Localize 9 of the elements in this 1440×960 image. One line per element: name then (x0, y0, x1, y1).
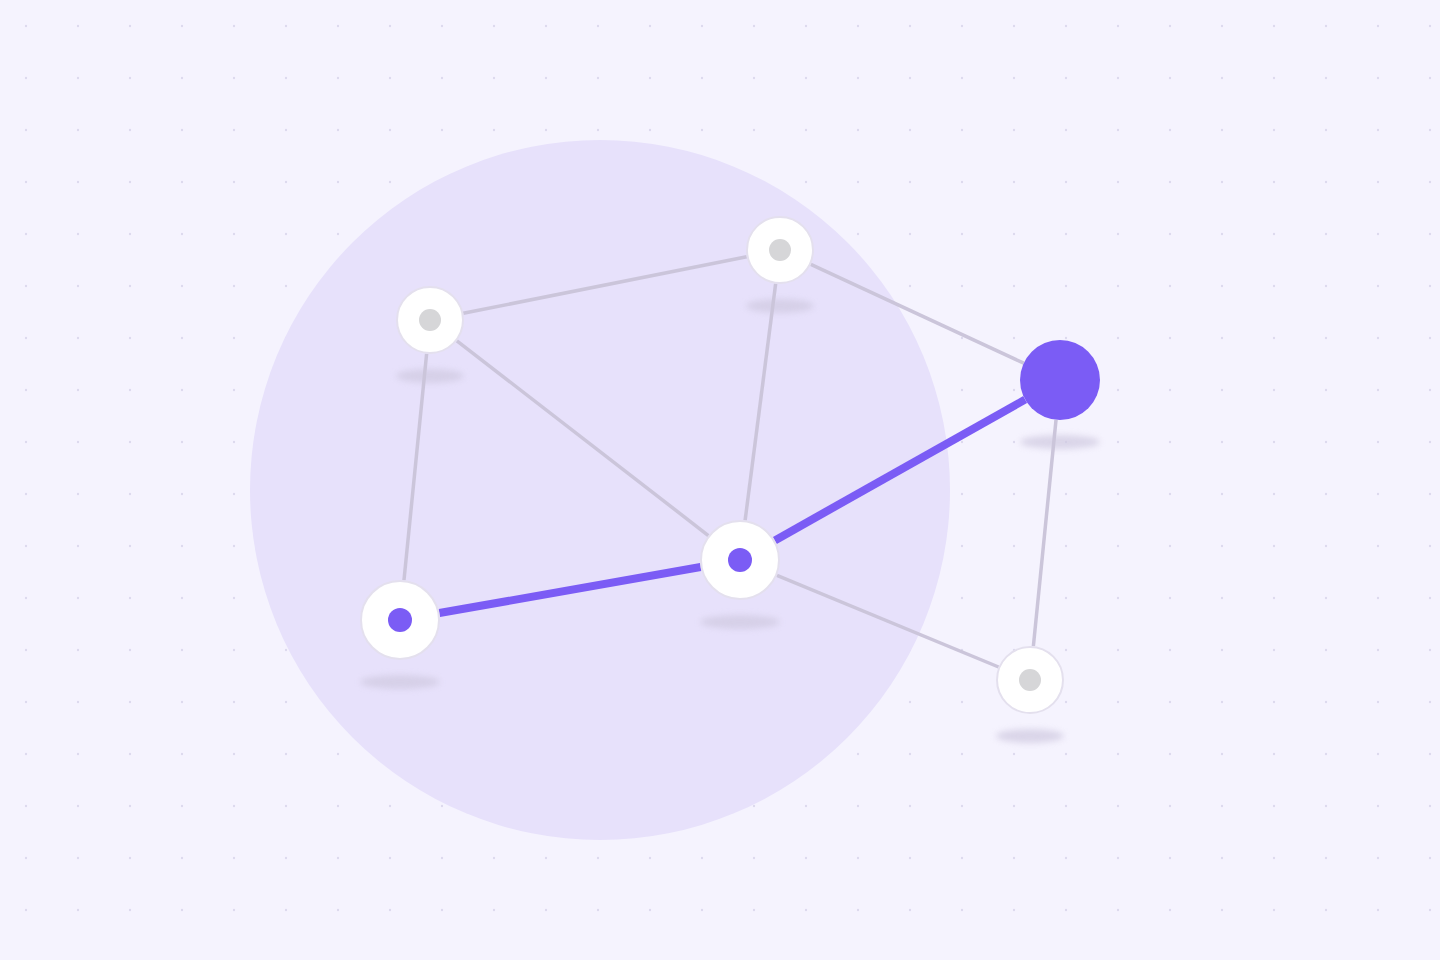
connector-line (776, 573, 1000, 669)
highlighted-connector (772, 396, 1028, 544)
connector-line (1031, 419, 1058, 647)
connector-line (455, 339, 710, 537)
connector-line (810, 262, 1025, 365)
connector-line (743, 283, 778, 521)
connector-line (402, 353, 429, 581)
connector-line (463, 254, 747, 316)
highlighted-connector (438, 563, 702, 617)
